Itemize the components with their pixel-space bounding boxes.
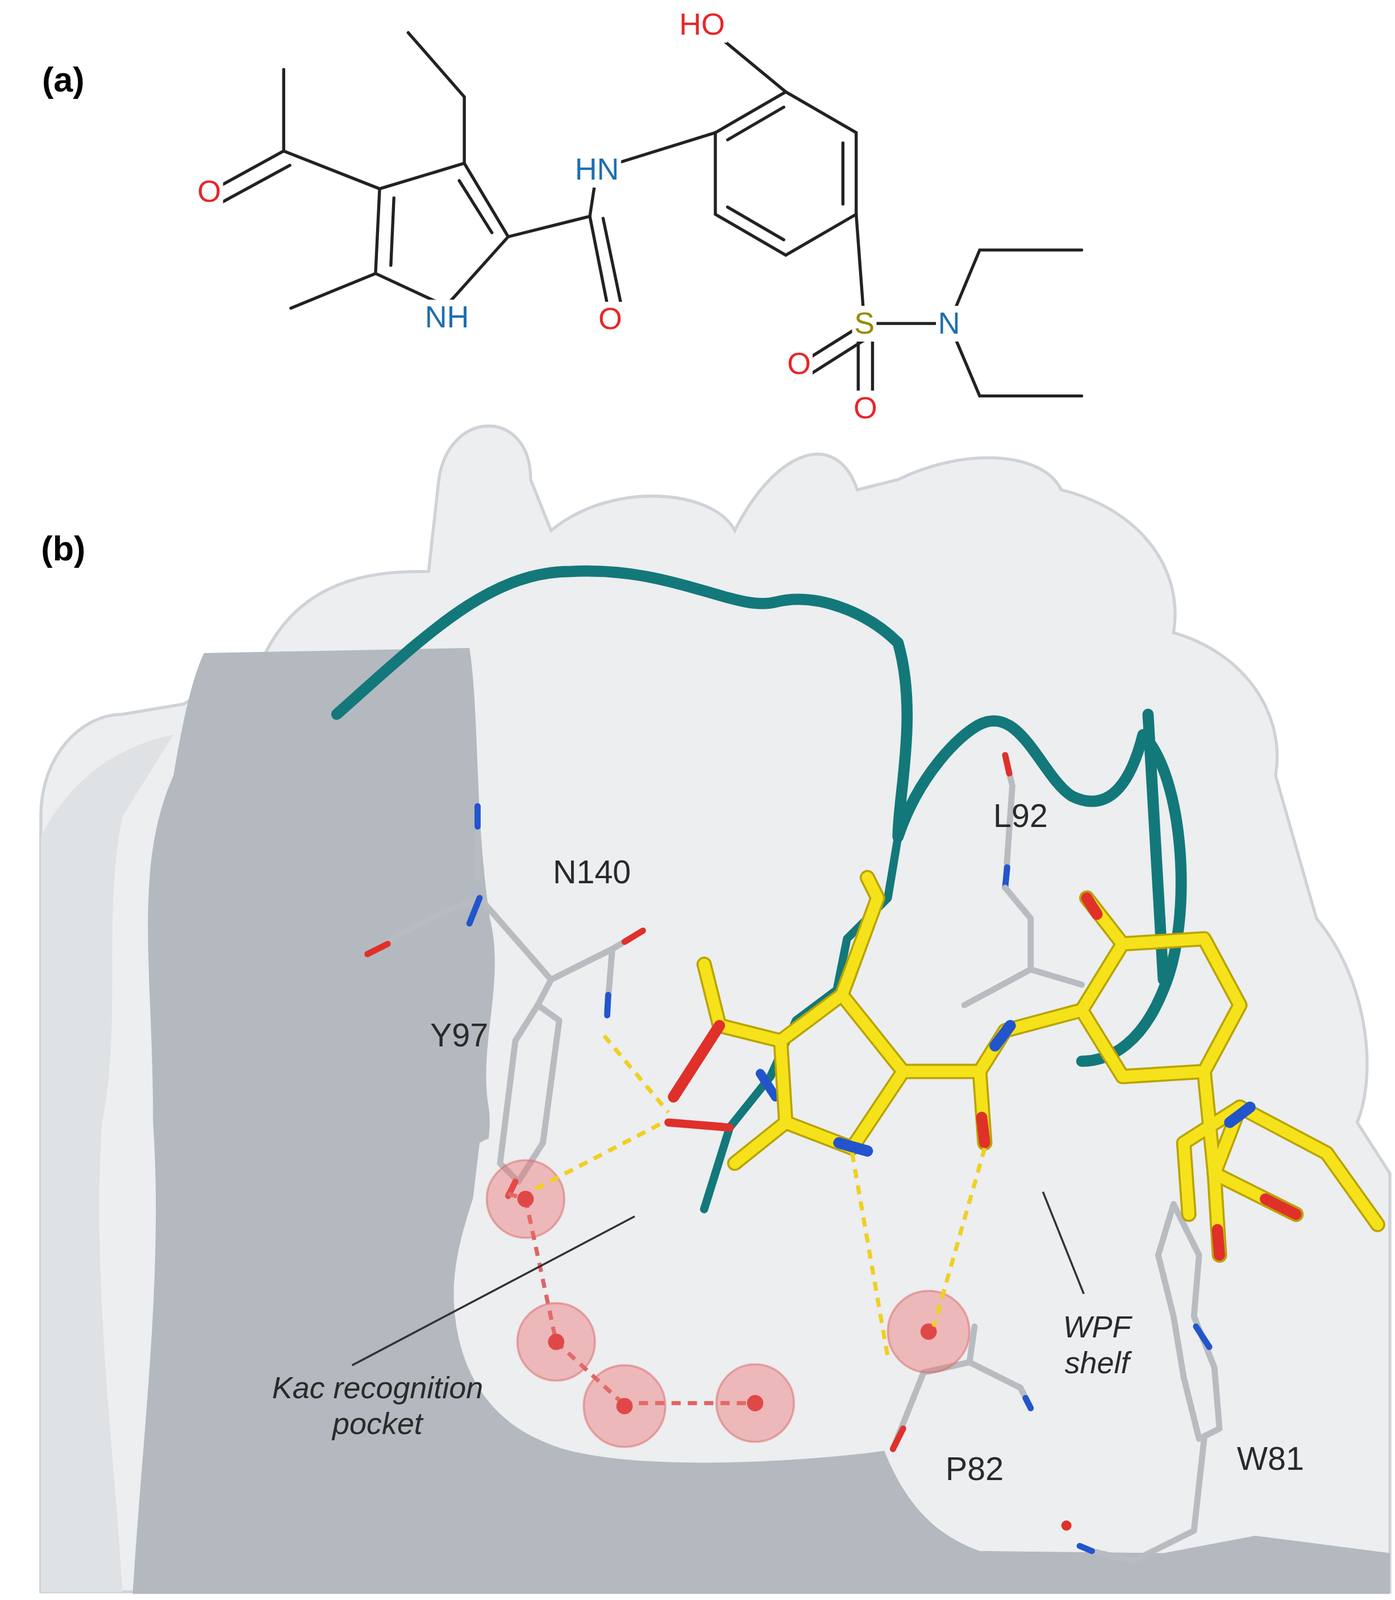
ligand-sticks <box>673 877 1378 1255</box>
residue-label: Y97 <box>430 1016 489 1055</box>
protein-surface <box>40 426 1390 1594</box>
atom-label: O <box>851 390 880 426</box>
chemical-structure <box>209 24 1082 408</box>
leader-lines <box>352 1191 1085 1365</box>
residue-label: P82 <box>945 1450 1004 1488</box>
peptide-loop <box>336 571 1182 1210</box>
atom-label: S <box>852 305 877 341</box>
atom-label: N <box>935 305 963 341</box>
atom-label: O <box>785 346 814 382</box>
atom-label: HO <box>677 6 728 43</box>
residue-label: N140 <box>552 853 631 891</box>
region-label: Kac recognition pocket <box>255 1370 501 1442</box>
panel-letter: (b) <box>40 529 86 569</box>
region-label: WPF shelf <box>1040 1309 1154 1380</box>
hydrogen-bonds <box>535 1035 985 1357</box>
atom-label: NH <box>422 299 472 335</box>
atom-label: O <box>596 301 624 337</box>
atom-label: O <box>195 174 224 210</box>
atom-label: HN <box>572 151 622 187</box>
water-network <box>486 1159 970 1447</box>
panel-letter: (a) <box>42 59 85 100</box>
residue-label: L92 <box>993 797 1048 835</box>
residue-sticks <box>367 755 1220 1561</box>
residue-label: W81 <box>1237 1439 1305 1478</box>
